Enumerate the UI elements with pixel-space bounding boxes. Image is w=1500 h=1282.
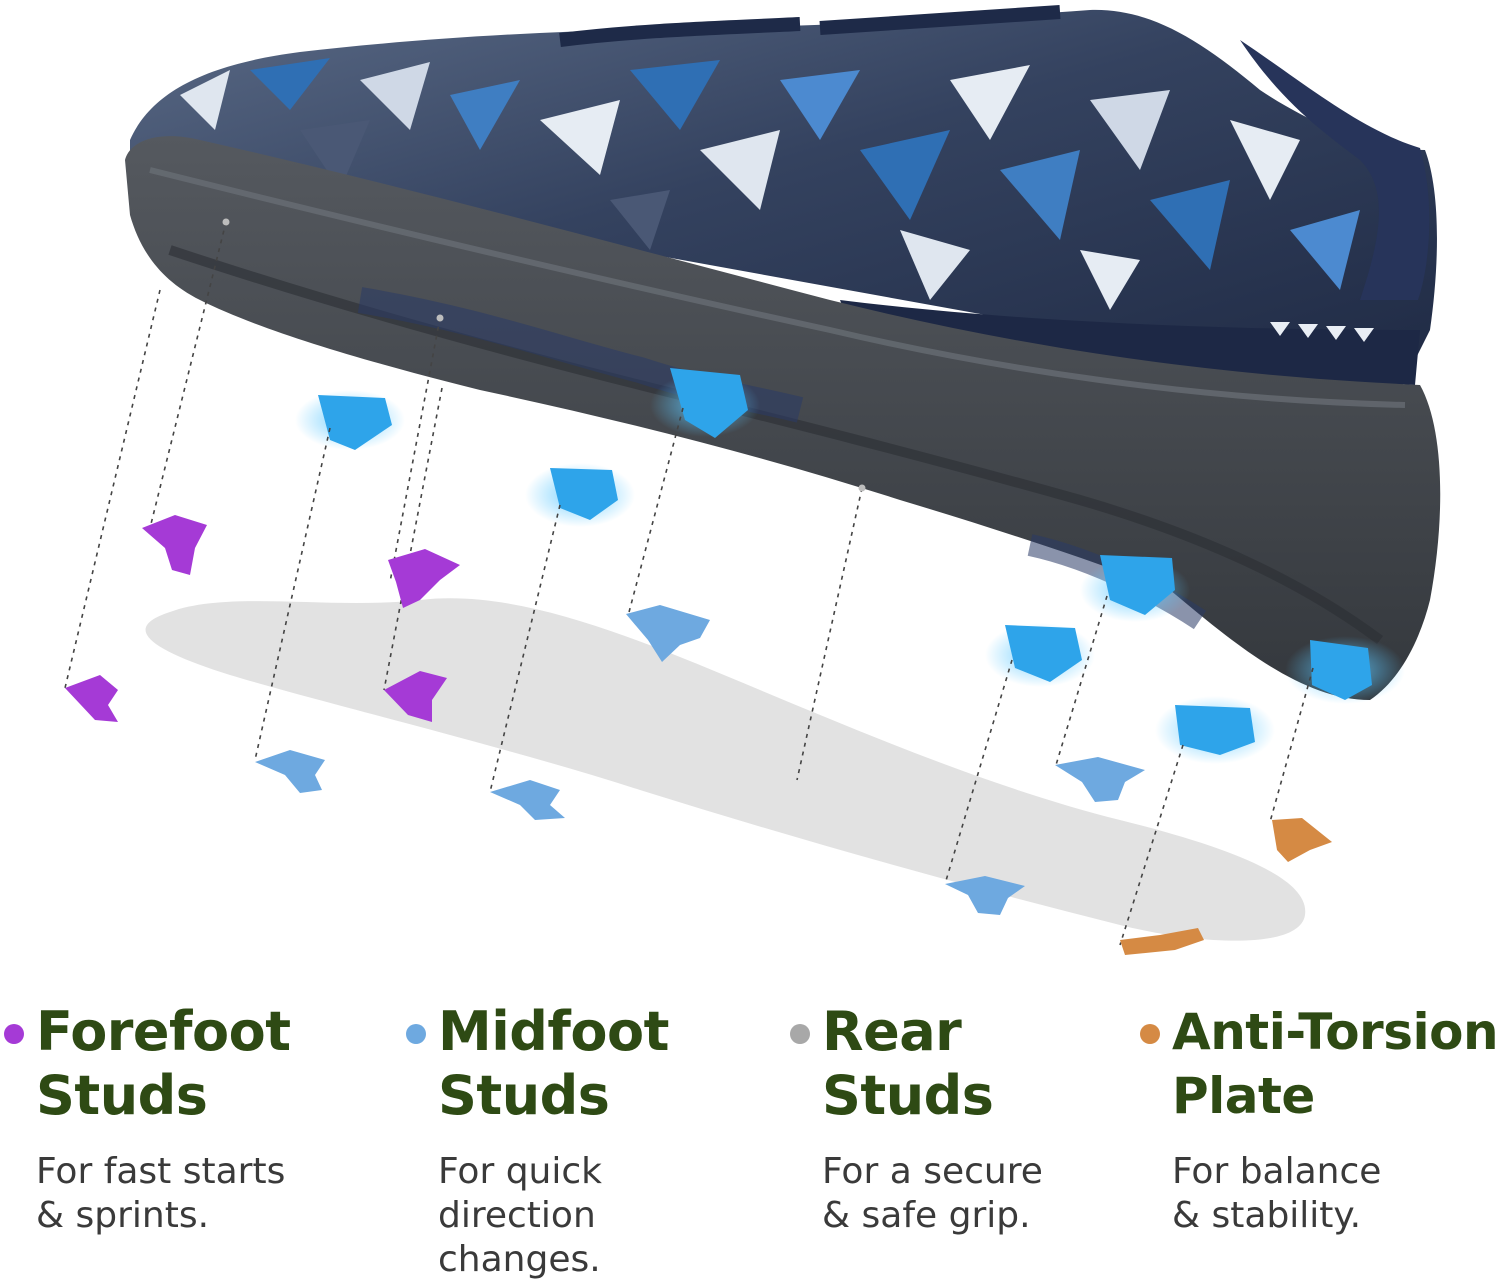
legend-description: For quick direction changes. — [438, 1151, 603, 1280]
legend-description: For balance & stability. — [1172, 1151, 1382, 1236]
legend-title: Midfoot Studs — [438, 1000, 669, 1127]
legend-title: Forefoot Studs — [36, 1000, 291, 1127]
legend: Forefoot Studs For fast starts & sprints… — [0, 1000, 1500, 1282]
legend-title: Anti-Torsion Plate — [1172, 1003, 1499, 1125]
rear-stud-markers — [222, 218, 866, 492]
legend-anti-torsion-plate: Anti-Torsion Plate For balance & stabili… — [1140, 1000, 1500, 1238]
legend-description: For a secure & safe grip. — [822, 1151, 1043, 1236]
legend-rear: Rear Studs For a secure & safe grip. — [790, 1000, 1130, 1238]
shoe-upper — [130, 5, 1437, 391]
leader-lines — [64, 221, 1314, 946]
legend-forefoot: Forefoot Studs For fast starts & sprints… — [4, 1000, 364, 1238]
forefoot-color-dot — [4, 1024, 24, 1044]
rear-color-dot — [790, 1024, 810, 1044]
plate-color-dot — [1140, 1024, 1160, 1044]
anti-torsion-plate-pieces — [1120, 818, 1332, 955]
legend-description: For fast starts & sprints. — [36, 1151, 286, 1236]
mounted-studs — [295, 368, 1405, 764]
midfoot-color-dot — [406, 1024, 426, 1044]
midfoot-studs-exploded — [255, 605, 1145, 915]
legend-midfoot: Midfoot Studs For quick direction change… — [406, 1000, 766, 1282]
legend-title: Rear Studs — [822, 1000, 994, 1127]
forefoot-studs-exploded — [65, 515, 460, 722]
cleat-exploded-illustration — [64, 5, 1441, 955]
